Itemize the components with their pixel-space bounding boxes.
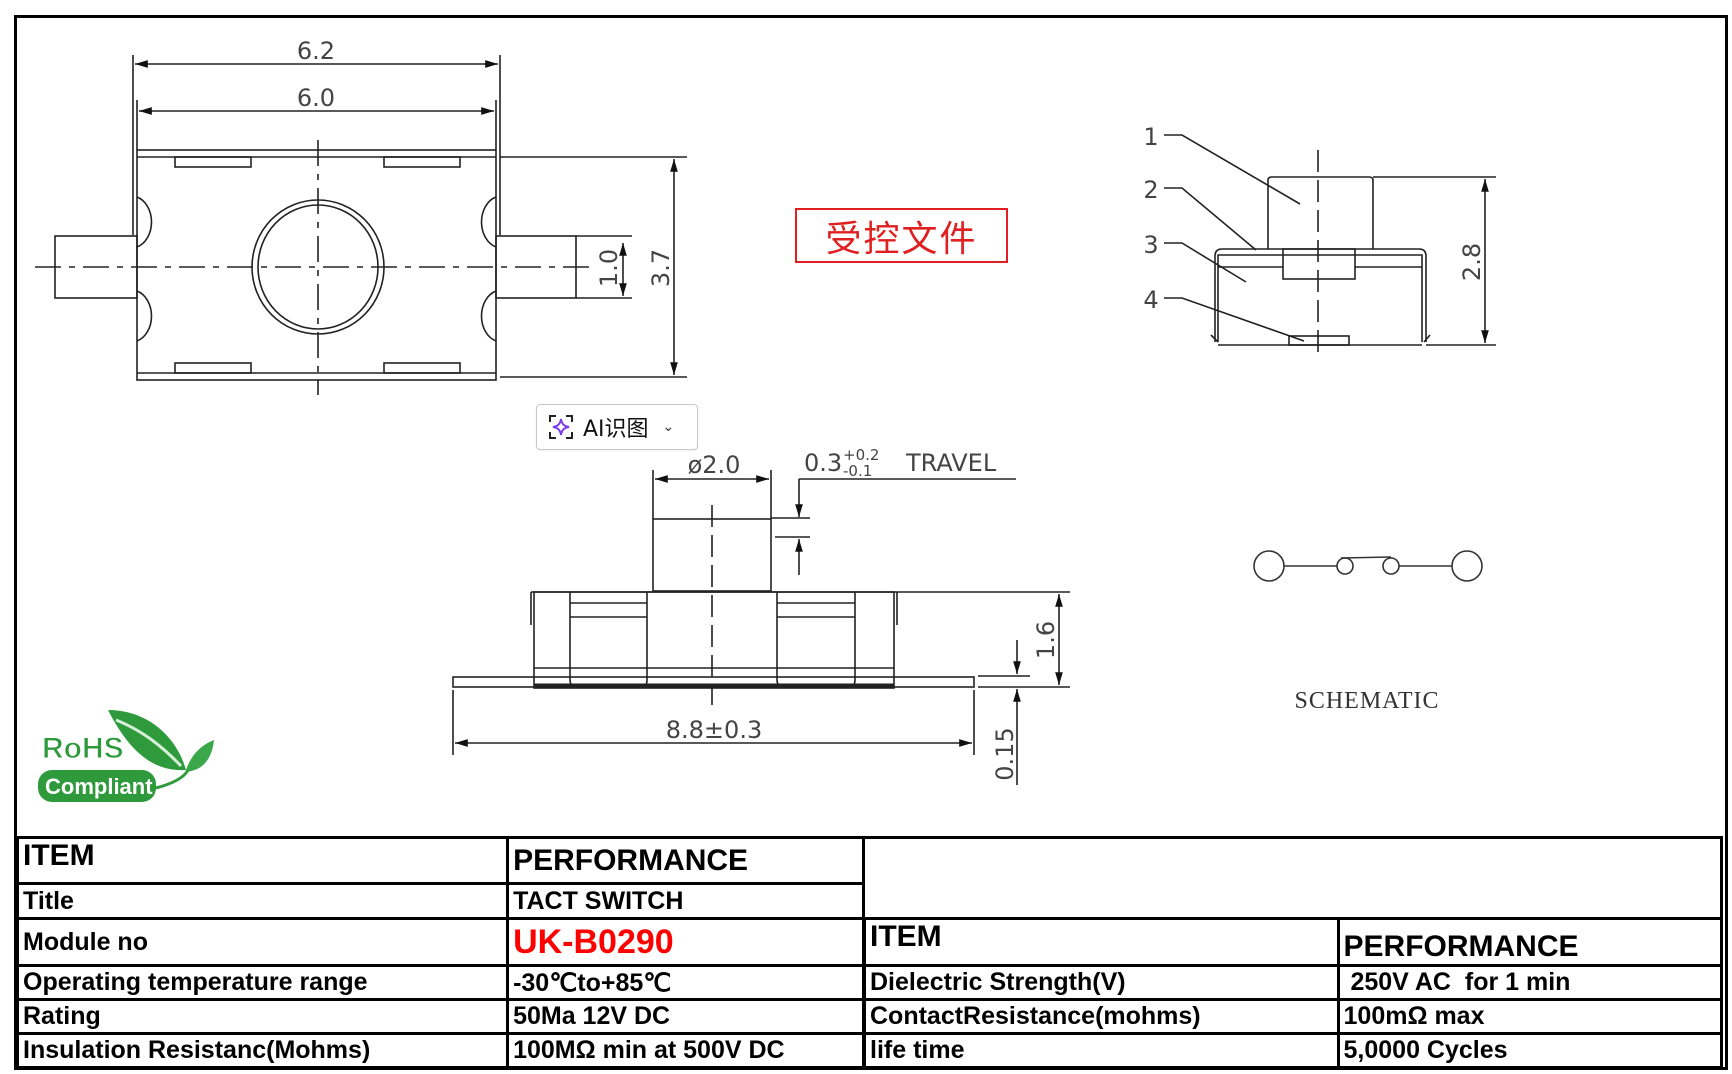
header-item: ITEM bbox=[15, 836, 510, 885]
travel-base: 0.3 bbox=[804, 449, 842, 477]
side-view bbox=[1164, 134, 1496, 360]
callout-4: 4 bbox=[1143, 286, 1158, 314]
module-number-value: UK-B0290 bbox=[506, 917, 865, 967]
row-label: Module no bbox=[15, 917, 510, 967]
row-label: Title bbox=[15, 882, 510, 920]
top-view bbox=[35, 55, 687, 395]
rohs-text: RoHS bbox=[42, 732, 124, 765]
rohs-leaf-icon: RoHS Compliant bbox=[38, 710, 214, 802]
compliant-text: Compliant bbox=[45, 774, 153, 799]
table-row: life time 5,0000 Cycles bbox=[863, 1032, 1724, 1069]
header-performance: PERFORMANCE bbox=[1336, 917, 1724, 967]
dim-body-width: 6.0 bbox=[297, 84, 335, 112]
callout-2: 2 bbox=[1143, 176, 1158, 204]
ai-button-label: AI识图 bbox=[583, 417, 649, 442]
travel-tol-minus: -0.1 bbox=[843, 462, 872, 480]
table-row: Insulation Resistanc(Mohms) 100MΩ min at… bbox=[15, 1032, 865, 1069]
table-header-row: ITEM PERFORMANCE bbox=[15, 836, 865, 885]
row-value: 250V AC for 1 min bbox=[1336, 964, 1724, 1001]
table-row: ContactResistance(mohms) 100mΩ max bbox=[863, 998, 1724, 1035]
spec-table-left: ITEM PERFORMANCE Title TACT SWITCH Modul… bbox=[15, 836, 865, 1069]
table-row: Operating temperature range -30℃to+85℃ bbox=[15, 964, 865, 1001]
rohs-logo: RoHS Compliant bbox=[36, 700, 216, 810]
table-blank-row bbox=[864, 836, 1723, 920]
row-label: life time bbox=[863, 1032, 1340, 1069]
header-performance: PERFORMANCE bbox=[506, 836, 865, 885]
row-value: 5,0000 Cycles bbox=[1336, 1032, 1724, 1069]
schematic-symbol bbox=[1253, 550, 1483, 582]
table-row: Module no UK-B0290 bbox=[15, 917, 865, 967]
row-value: TACT SWITCH bbox=[506, 882, 865, 920]
chevron-down-icon[interactable]: ⌄ bbox=[662, 419, 675, 435]
travel-tol-plus: +0.2 bbox=[843, 446, 879, 464]
ai-sparkle-icon bbox=[549, 415, 573, 439]
dim-terminal-width: 1.0 bbox=[595, 249, 623, 287]
travel-label: TRAVEL bbox=[905, 449, 997, 477]
dim-body-height: 3.7 bbox=[647, 249, 675, 287]
ai-image-recognition-button[interactable]: AI识图 ⌄ bbox=[536, 404, 698, 450]
controlled-document-stamp: 受控文件 bbox=[795, 208, 1008, 263]
row-value: 100mΩ max bbox=[1336, 998, 1724, 1035]
table-row: Rating 50Ma 12V DC bbox=[15, 998, 865, 1035]
row-label: ContactResistance(mohms) bbox=[863, 998, 1340, 1035]
row-value: -30℃to+85℃ bbox=[506, 964, 865, 1001]
table-row: Dielectric Strength(V) 250V AC for 1 min bbox=[863, 964, 1724, 1001]
row-label: Operating temperature range bbox=[15, 964, 510, 1001]
row-label: Rating bbox=[15, 998, 510, 1035]
row-value: 50Ma 12V DC bbox=[506, 998, 865, 1035]
callout-1: 1 bbox=[1143, 123, 1158, 151]
front-view bbox=[452, 470, 1070, 785]
header-item: ITEM bbox=[863, 917, 1340, 967]
blank-cell bbox=[864, 836, 1723, 920]
dim-overall-width: 6.2 bbox=[297, 37, 335, 65]
dim-side-height: 2.8 bbox=[1458, 243, 1486, 281]
row-label: Dielectric Strength(V) bbox=[863, 964, 1340, 1001]
dim-overall-length: 8.8±0.3 bbox=[666, 716, 762, 744]
schematic-label: SCHEMATIC bbox=[1294, 688, 1439, 714]
row-label: Insulation Resistanc(Mohms) bbox=[15, 1032, 510, 1069]
dim-front-body-height: 1.6 bbox=[1032, 621, 1060, 659]
dim-terminal-thickness: 0.15 bbox=[991, 727, 1019, 780]
table-row: Title TACT SWITCH bbox=[15, 882, 865, 920]
drawing-frame bbox=[14, 15, 1728, 1070]
dim-plunger-diameter: ø2.0 bbox=[688, 451, 741, 479]
row-value: 100MΩ min at 500V DC bbox=[506, 1032, 865, 1069]
spec-table-right: ITEM PERFORMANCE Dielectric Strength(V) … bbox=[863, 836, 1724, 1069]
table-header-row: ITEM PERFORMANCE bbox=[863, 917, 1724, 967]
callout-3: 3 bbox=[1143, 231, 1158, 259]
